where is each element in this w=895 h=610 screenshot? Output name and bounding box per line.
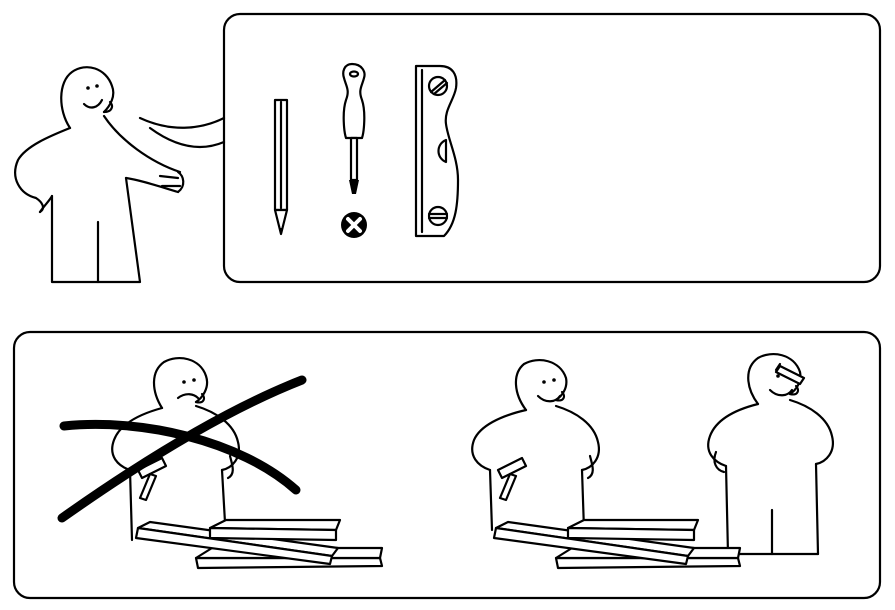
planks-group-2 [492,518,742,570]
helper-person-left [471,359,600,532]
planks-group-1 [134,518,384,570]
level-icon [414,64,460,238]
tools-panel [222,12,882,284]
pointing-person [14,66,226,284]
pencil-icon [273,98,289,236]
two-people-icon [471,353,834,556]
person-alone-icon [111,357,240,542]
helper-person-right [707,353,834,556]
cross-circle-icon [341,212,367,238]
screwdriver-icon [342,62,366,194]
cross-out-mark [57,375,307,523]
advice-panel [12,330,882,600]
